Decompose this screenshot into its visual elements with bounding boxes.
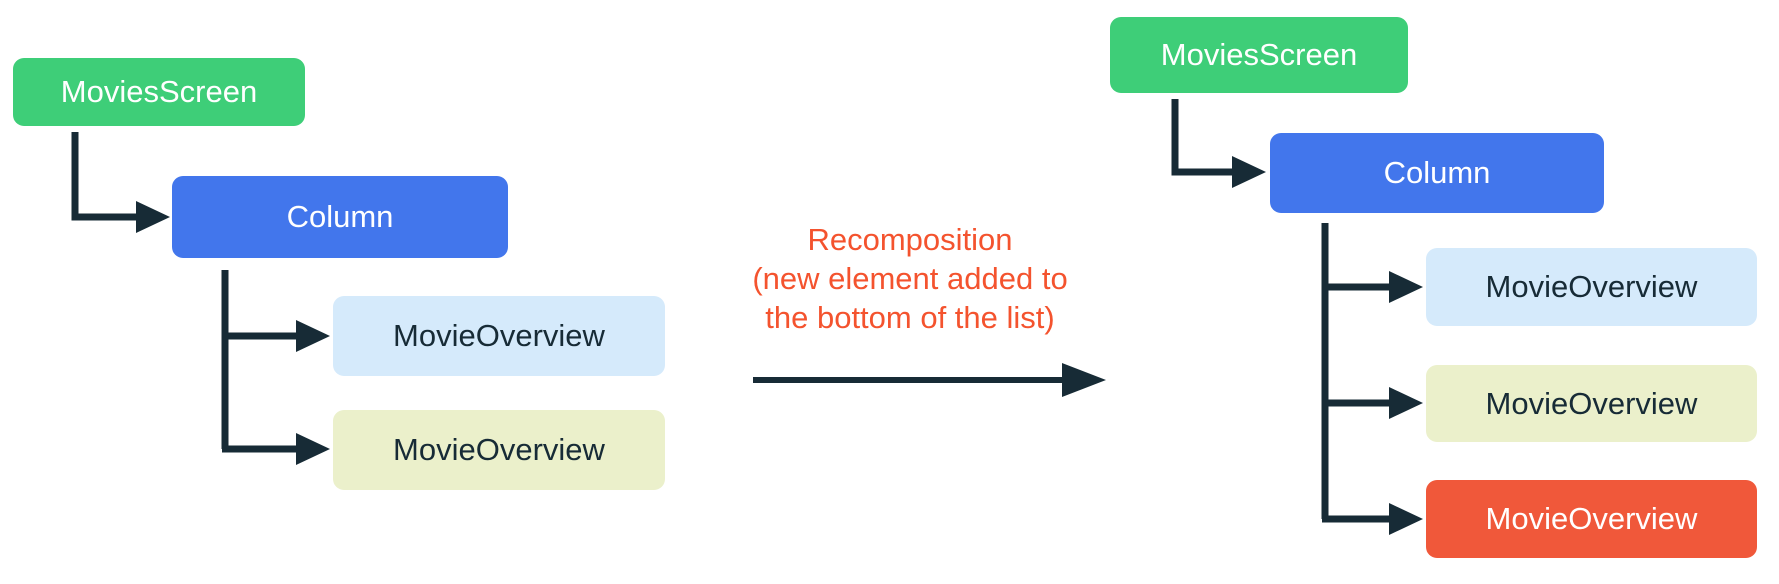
node-before-movieoverview-2: MovieOverview: [333, 410, 665, 490]
transition-caption: Recomposition (new element added to the …: [660, 220, 1160, 337]
node-label: MoviesScreen: [60, 74, 258, 109]
node-label: MovieOverview: [393, 432, 605, 467]
node-label: MovieOverview: [393, 318, 605, 353]
arrowhead-icon: [136, 201, 170, 233]
connector-before-root-to-column: [71, 132, 170, 233]
node-before-moviesscreen: MoviesScreen: [13, 58, 305, 126]
connector-after-root-to-column: [1171, 99, 1266, 188]
node-label: MovieOverview: [1485, 385, 1698, 421]
arrowhead-icon: [1389, 503, 1423, 535]
node-label: Column: [286, 199, 394, 234]
node-label: MovieOverview: [1485, 269, 1698, 304]
node-before-column: Column: [172, 176, 508, 258]
connector-after-column-to-children: [1321, 223, 1423, 535]
node-after-movieoverview-2: MovieOverview: [1426, 365, 1757, 442]
node-after-movieoverview-3-new: MovieOverview: [1426, 480, 1757, 558]
node-after-column: Column: [1270, 133, 1604, 213]
node-label: MovieOverview: [1485, 501, 1698, 536]
node-before-movieoverview-1: MovieOverview: [333, 296, 665, 376]
arrowhead-icon: [1062, 363, 1106, 397]
arrowhead-icon: [1232, 156, 1266, 188]
node-label: MoviesScreen: [1160, 37, 1358, 72]
connector-before-column-to-children: [221, 270, 330, 465]
arrowhead-icon: [296, 433, 330, 465]
arrowhead-icon: [1389, 387, 1423, 419]
arrowhead-icon: [296, 320, 330, 352]
node-after-moviesscreen: MoviesScreen: [1110, 17, 1408, 93]
transition-caption-line-2: (new element added to: [752, 261, 1068, 296]
transition-caption-line-3: the bottom of the list): [765, 300, 1055, 335]
arrowhead-icon: [1389, 271, 1423, 303]
node-label: Column: [1383, 155, 1491, 190]
transition-arrow: [753, 363, 1106, 397]
transition-caption-line-1: Recomposition: [807, 222, 1013, 257]
node-after-movieoverview-1: MovieOverview: [1426, 248, 1757, 326]
